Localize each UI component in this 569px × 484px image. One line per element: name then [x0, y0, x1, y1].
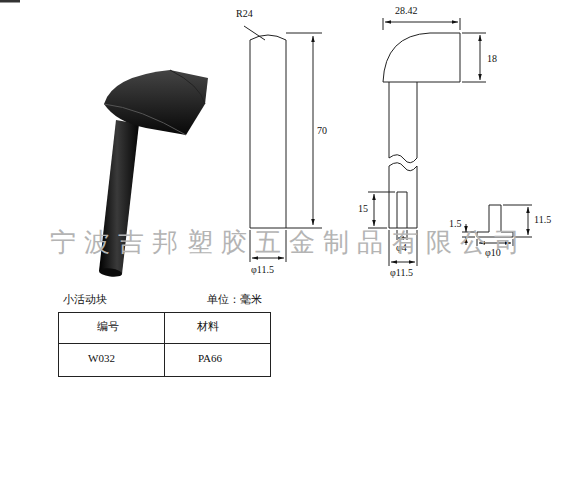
drawing-stroke: [383, 18, 460, 30]
drawing-stroke: [462, 33, 486, 82]
radius-dimension: R24: [236, 8, 253, 19]
spec-table: [59, 313, 271, 377]
drawing-stroke: [104, 70, 208, 135]
drawing-stroke: [313, 36, 314, 225]
drawing-stroke: [59, 313, 271, 377]
drawing-stroke: [389, 82, 417, 158]
height-dimension: 11.5: [534, 214, 551, 225]
drawing-stroke: [0, 0, 20, 3]
front-view: [244, 26, 322, 262]
drawing-stroke: [391, 262, 415, 263]
table-cell: PA66: [198, 352, 222, 364]
diameter-dimension: φ11.5: [251, 264, 274, 275]
depth-dimension: 15: [358, 203, 368, 214]
drawing-stroke: [385, 22, 458, 23]
part-name: 小活动块: [63, 294, 107, 306]
drawing-stroke: [389, 155, 417, 163]
length-dimension: 70: [317, 125, 327, 136]
drawing-stroke: [389, 163, 417, 171]
unit-note: 单位：毫米: [207, 294, 262, 306]
watermark: 宁波吉邦塑胶五金制品有限公司: [50, 228, 528, 257]
width-dimension: 28.42: [395, 5, 418, 16]
drawing-stroke: [397, 192, 407, 228]
drawing-stroke: [389, 166, 417, 228]
table-cell: W032: [88, 352, 115, 364]
drawing-stroke: [244, 26, 265, 40]
drawing-stroke: [383, 33, 460, 82]
drawing-stroke: [374, 194, 375, 226]
drawing-stroke: [250, 35, 286, 228]
drawing-stroke: [170, 70, 205, 104]
drawing-stroke: [286, 33, 322, 228]
drawing-stroke: [480, 35, 481, 80]
drawing-stroke: [104, 104, 186, 135]
table-cell: 材料: [197, 321, 219, 333]
drawing-stroke: [252, 258, 284, 259]
height-dimension: 18: [487, 53, 497, 64]
drawing-stroke: [368, 192, 395, 228]
table-cell: 编号: [97, 321, 119, 333]
drawing-stroke: [98, 267, 122, 278]
drawing-stroke: [59, 313, 271, 377]
diameter-dimension: φ11.5: [390, 267, 413, 278]
